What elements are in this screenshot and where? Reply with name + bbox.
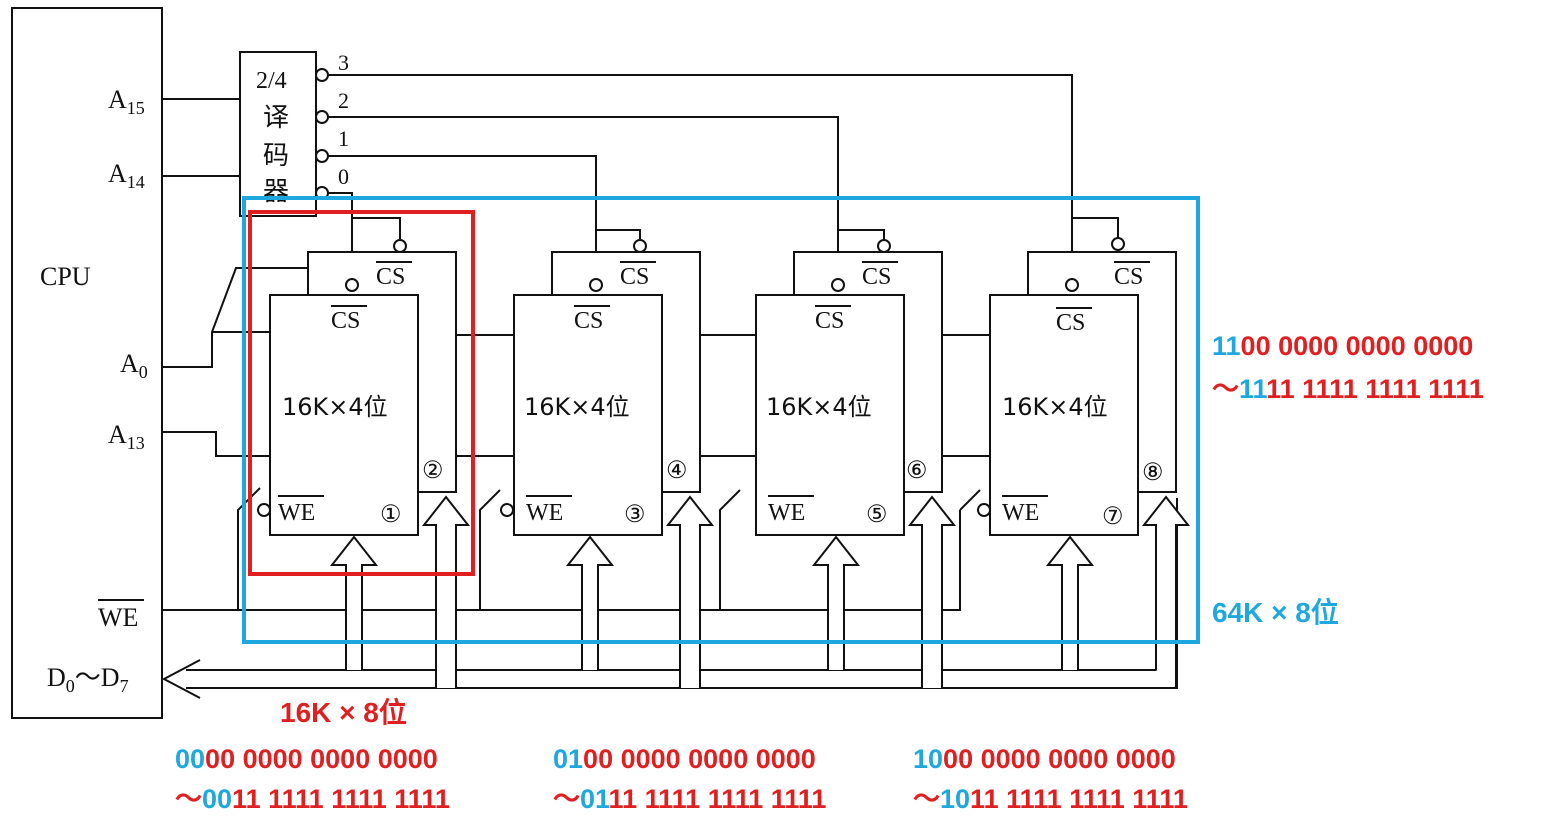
pin-a13-label: A13 <box>108 420 145 453</box>
wire-a13 <box>162 431 270 457</box>
range-1-start: 0000 0000 0000 0000 <box>175 744 438 774</box>
chip-2-cs-bubble <box>393 239 407 253</box>
chip-6-data-arrow <box>907 495 957 688</box>
chip-group-4: CS ⑧ CS 16K×4位 WE ⑦ <box>977 217 1191 688</box>
chip-1-cs-bubble <box>345 278 359 292</box>
decoder-out-3-label: 3 <box>338 50 349 75</box>
chip-7-cs-bubble <box>1065 278 1079 292</box>
pin-a0-label: A0 <box>120 349 148 382</box>
data-bus-arrow <box>161 659 201 699</box>
chip-5-cs-bubble <box>831 278 845 292</box>
decoder-out-3-bubble <box>315 68 329 82</box>
chip-3-number: ③ <box>624 502 646 528</box>
wire-we-tap-3 <box>719 489 741 610</box>
chip-8-number: ⑧ <box>1142 460 1164 486</box>
chip-1-we-label: WE <box>278 500 315 526</box>
chip-8-cs-bubble <box>1111 237 1125 251</box>
chip-3-we-label: WE <box>526 500 563 526</box>
chip-4-cs-bubble <box>633 239 647 253</box>
chip-7-we-label: WE <box>1002 500 1039 526</box>
chip-4-number: ④ <box>666 458 688 484</box>
range-2-start: 0100 0000 0000 0000 <box>553 744 816 774</box>
decoder-out-1-label: 1 <box>338 126 349 151</box>
chip-7-cs-label: CS <box>1056 310 1085 336</box>
chip-7-we-bubble <box>977 503 991 517</box>
chip-7-number: ⑦ <box>1102 504 1124 530</box>
chip-2-data-arrow <box>421 495 471 688</box>
decoder-out-2-bubble <box>315 110 329 124</box>
wire-decoder-1 <box>328 155 597 285</box>
chip-5-capacity: 16K×4位 <box>766 393 872 421</box>
decoder-out-2-label: 2 <box>338 88 349 113</box>
chip-group-3: CS ⑥ CS 16K×4位 WE ⑤ <box>755 229 957 688</box>
chip-3-data-arrow <box>565 535 615 670</box>
chip-8-cs-label: CS <box>1114 264 1143 290</box>
chip-2-number: ② <box>422 458 444 484</box>
chip-2-cs-wire <box>352 217 401 240</box>
range-4-end: ～1111 1111 1111 1111 <box>1212 374 1484 404</box>
chip-3-we-bubble <box>500 503 514 517</box>
chip-3-capacity: 16K×4位 <box>524 393 630 421</box>
chip-5-we-label: WE <box>768 500 805 526</box>
decoder-block <box>239 51 317 217</box>
chip-1-cs-label: CS <box>331 308 360 334</box>
decoder-label-line1: 2/4 <box>256 68 287 94</box>
pin-data-label: D0～D7 <box>47 663 129 696</box>
chip-group-2: CS ④ CS 16K×4位 WE ③ <box>500 229 715 688</box>
red-group-label: 16K × 8位 <box>280 696 407 728</box>
decoder-out-1-bubble <box>315 149 329 163</box>
chip-3-cs-label: CS <box>574 308 603 334</box>
chip-2-cs-label: CS <box>376 264 405 290</box>
chip-5-number: ⑤ <box>866 502 888 528</box>
chip-4-cs-wire <box>596 229 641 240</box>
chip-6-cs-label: CS <box>862 264 891 290</box>
chip-8-data-arrow <box>1141 495 1191 688</box>
blue-group-box <box>242 196 1200 644</box>
blue-group-label: 64K × 8位 <box>1212 596 1339 628</box>
chip-4-cs-label: CS <box>620 264 649 290</box>
red-group-box <box>248 210 475 576</box>
chip-5-cs-label: CS <box>815 308 844 334</box>
pin-a14-label: A14 <box>108 159 145 192</box>
chip-1-number: ① <box>380 502 402 528</box>
wire-we-tap-2 <box>479 489 501 610</box>
decoder-label-line3: 码 <box>263 141 289 171</box>
range-2-end: ～0111 1111 1111 1111 <box>553 784 826 814</box>
chip-5-data-arrow <box>811 535 861 670</box>
chip-3-cs-bubble <box>589 278 603 292</box>
wire-we <box>162 510 961 611</box>
decoder-label-line4: 器 <box>263 177 289 207</box>
chip-6-number: ⑥ <box>906 458 928 484</box>
pin-a15-label: A15 <box>108 85 145 118</box>
chip-6-cs-wire <box>838 229 885 240</box>
chip-6-cs-bubble <box>877 239 891 253</box>
chip-8-cs-wire <box>1072 217 1119 238</box>
decoder-out-0-label: 0 <box>338 164 349 189</box>
range-4-start: 1100 0000 0000 0000 <box>1212 331 1473 361</box>
chip-4-data-arrow <box>665 495 715 688</box>
wire-we-tap-4 <box>959 489 981 511</box>
wire-we-tap-1 <box>237 487 261 610</box>
cpu-label: CPU <box>40 262 91 291</box>
chip-7-data-arrow <box>1045 535 1095 670</box>
pin-we-label: WE <box>98 603 138 632</box>
chip-7-capacity: 16K×4位 <box>1002 393 1108 421</box>
range-3-end: ～1011 1111 1111 1111 <box>913 784 1188 814</box>
decoder-label-line2: 译 <box>263 103 289 133</box>
range-3-start: 1000 0000 0000 0000 <box>913 744 1176 774</box>
chip-1-capacity: 16K×4位 <box>282 393 388 421</box>
chip-1-data-arrow <box>329 535 379 670</box>
chip-group-1: CS ② CS 16K×4位 WE ① <box>257 217 471 688</box>
range-1-end: ～0011 1111 1111 1111 <box>175 784 450 814</box>
chip-1-we-bubble <box>257 503 271 517</box>
data-bus-inner <box>186 525 1161 671</box>
wire-decoder-3 <box>328 74 1073 285</box>
